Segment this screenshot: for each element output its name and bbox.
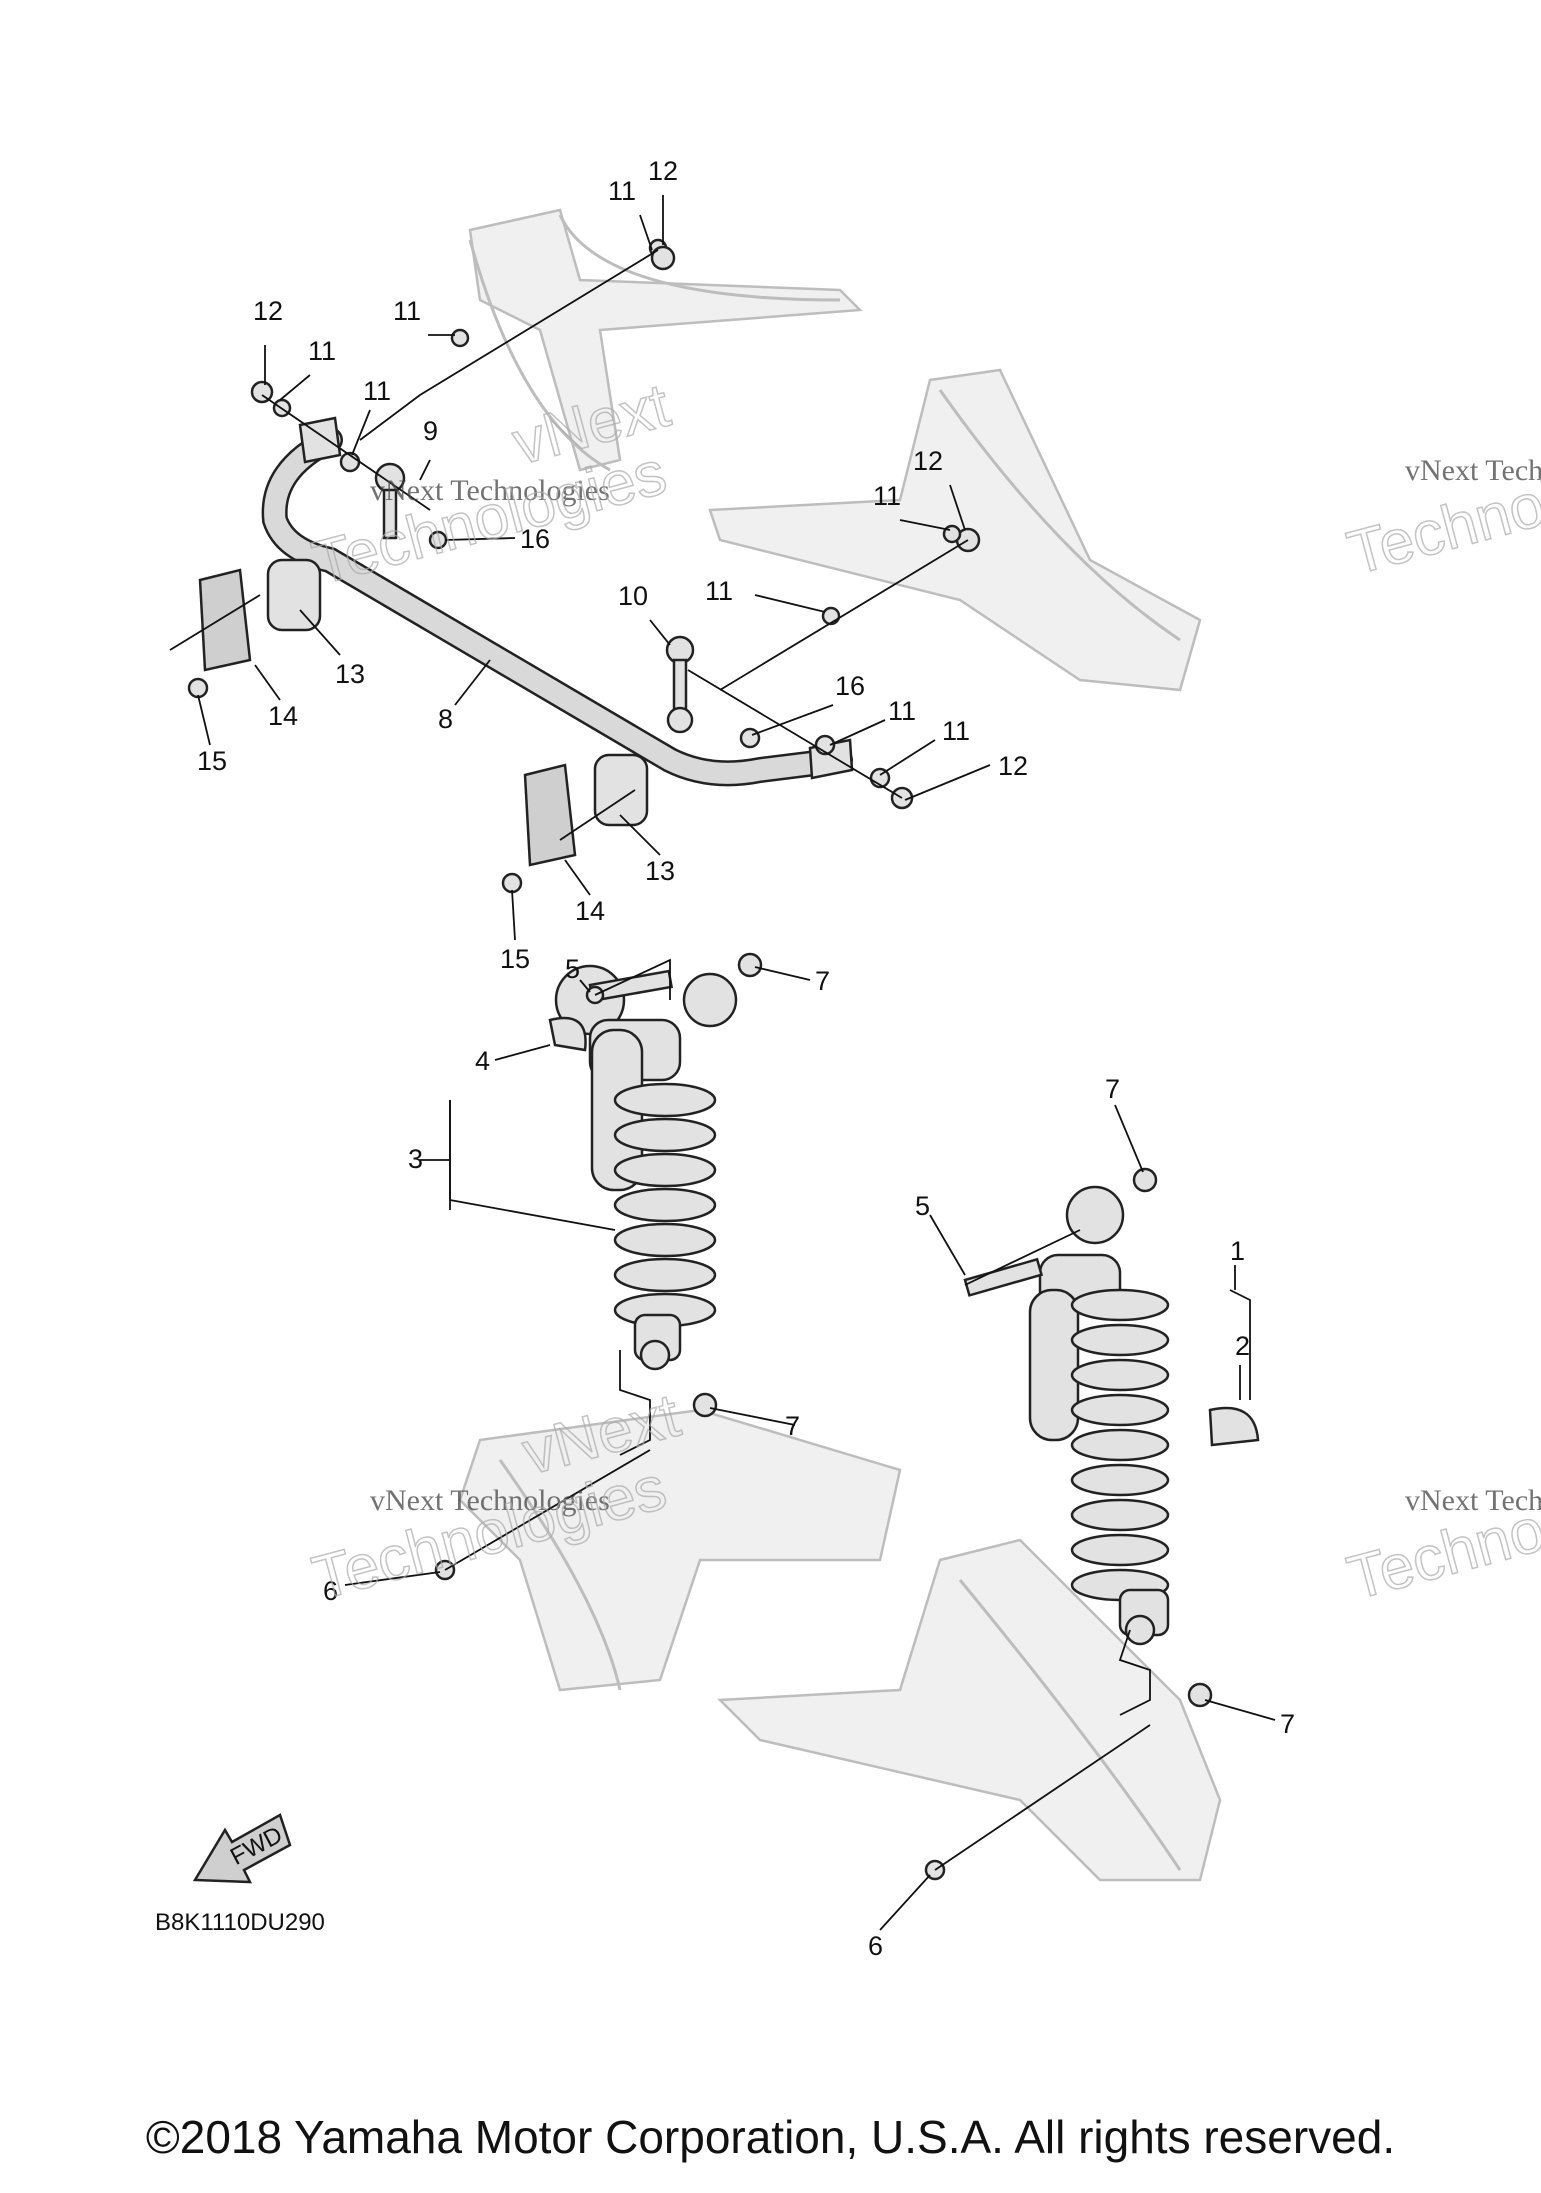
shock-absorber-left [548,964,738,1371]
callout-11: 11 [363,376,391,406]
watermark-upper-left: vNext Technologies vNext Technologies [305,370,677,599]
fwd-arrow-icon: FWD [192,1813,292,1884]
callout-11: 11 [608,176,636,206]
stabilizer-link-left [374,462,406,540]
leader-lines [197,195,1276,1931]
callout-15: 15 [500,944,530,974]
stabilizer-link-right [665,635,695,734]
callout-11: 11 [705,576,733,606]
watermark-text: vNext Technologies [370,1484,610,1517]
callout-7: 7 [785,1411,800,1441]
watermark-text: vNext Technologies [1405,1484,1541,1517]
bolt-lines-lower [444,958,1251,1871]
callout-11: 11 [873,481,901,511]
callout-13: 13 [645,856,675,886]
watermark-text: Technologies [1341,428,1541,588]
lower-fasteners [434,952,1213,1881]
callout-11: 11 [393,296,421,326]
rear-arm-ghost-left [458,1408,902,1692]
callout-2: 2 [1235,1331,1250,1361]
bolt-lines-upper [169,249,969,841]
watermark-lower-right: vNext Technologies Technologies [1340,1452,1541,1614]
callout-14: 14 [268,701,298,731]
watermark-text: vNext Technologies [370,474,610,507]
callout-5: 5 [565,954,580,984]
callout-3: 3 [408,1144,423,1174]
callout-12: 12 [253,296,283,326]
diagram-code: B8K1110DU290 [155,1909,325,1936]
watermark-upper-right: vNext Technologies Technologies [1340,427,1541,589]
bushing-bracket-right [501,753,649,894]
callout-16: 16 [835,671,865,701]
callout-12: 12 [913,446,943,476]
upper-a-arm-ghost [468,208,863,472]
callout-1: 1 [1230,1236,1245,1266]
bushing-bracket-left [187,558,322,699]
callouts: 12 11 11 12 11 11 9 16 12 11 11 10 16 11… [197,156,1295,1961]
callout-12: 12 [998,751,1028,781]
washers-and-nuts [250,238,981,810]
callout-6: 6 [868,1931,883,1961]
callout-10: 10 [618,581,648,611]
callout-9: 9 [423,416,438,446]
callout-7: 7 [1280,1709,1295,1739]
callout-16: 16 [520,524,550,554]
callout-13: 13 [335,659,365,689]
callout-6: 6 [323,1576,338,1606]
callout-11: 11 [308,336,336,366]
callout-12: 12 [648,156,678,186]
shock-absorber-right [963,1185,1260,1646]
callout-4: 4 [475,1046,490,1076]
callout-14: 14 [575,896,605,926]
stabilizer-bar [261,416,854,787]
callout-7: 7 [1105,1074,1120,1104]
callout-8: 8 [438,704,453,734]
callout-11: 11 [888,696,916,726]
callout-11: 11 [942,716,970,746]
callout-7: 7 [815,966,830,996]
watermark-text: vNext Technologies [1405,454,1541,487]
callout-15: 15 [197,746,227,776]
rear-arm-ghost-right [717,1538,1222,1882]
copyright-notice: ©2018 Yamaha Motor Corporation, U.S.A. A… [145,2111,1396,2163]
watermark-text: Technologies [1341,1453,1541,1613]
callout-5: 5 [915,1191,930,1221]
